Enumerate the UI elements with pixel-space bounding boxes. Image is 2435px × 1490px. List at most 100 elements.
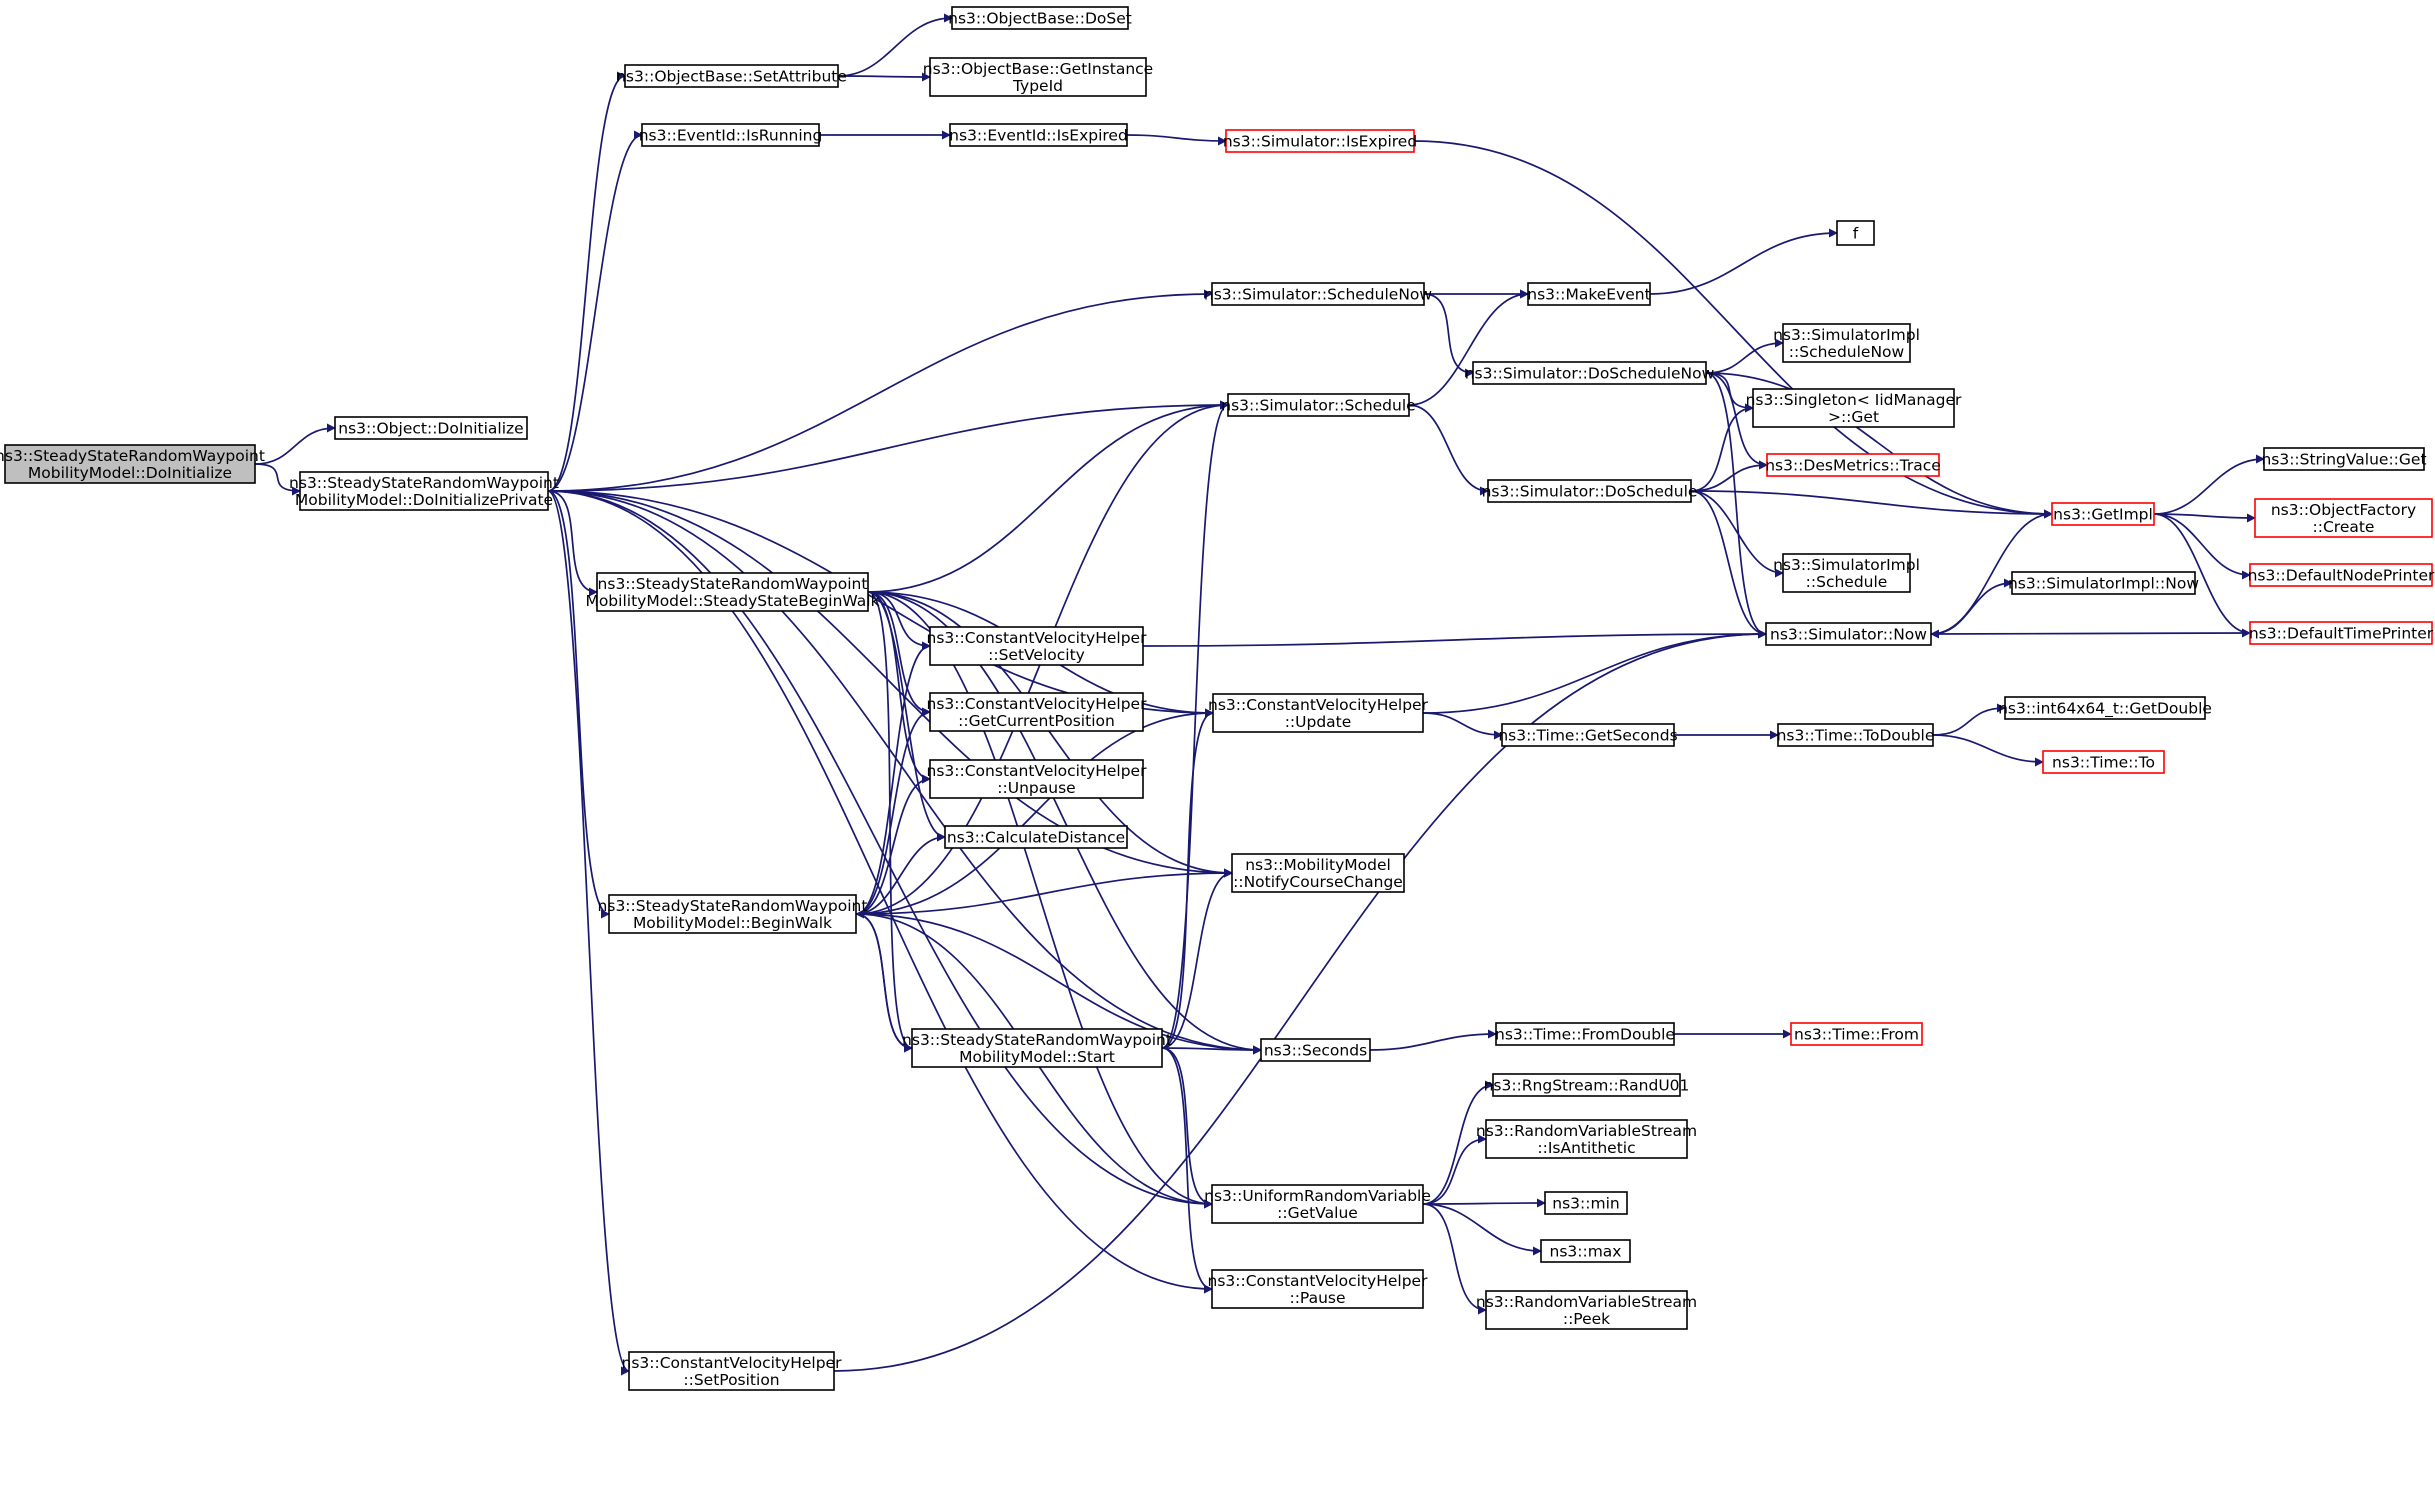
node-cvh_getcurrentposition[interactable]: ns3::ConstantVelocityHelper::GetCurrentP… <box>927 692 1148 732</box>
node-steadybeginwalk-label-1: MobilityModel::SteadyStateBeginWalk <box>585 592 879 610</box>
node-calculatedistance[interactable]: ns3::CalculateDistance <box>944 825 1128 849</box>
edge-makeevent-to-f <box>1649 228 1838 295</box>
node-makeevent[interactable]: ns3::MakeEvent <box>1527 282 1651 306</box>
node-urv_getvalue-box <box>1211 1184 1424 1224</box>
node-object_doinit[interactable]: ns3::Object::DoInitialize <box>334 416 528 440</box>
node-eventid_isexpired[interactable]: ns3::EventId::IsExpired <box>949 123 1128 147</box>
edge-cvh_setvelocity-to-simulator_now <box>1142 629 1767 647</box>
node-simulatorimpl_now[interactable]: ns3::SimulatorImpl::Now <box>2008 571 2199 595</box>
node-objectfactory_create[interactable]: ns3::ObjectFactory::Create <box>2254 498 2433 538</box>
node-beginwalk[interactable]: ns3::SteadyStateRandomWaypointMobilityMo… <box>598 894 868 934</box>
node-beginwalk-label-0: ns3::SteadyStateRandomWaypoint <box>598 897 868 915</box>
node-simulatorimpl_now-label-0: ns3::SimulatorImpl::Now <box>2008 575 2199 593</box>
node-root[interactable]: ns3::SteadyStateRandomWaypointMobilityMo… <box>0 444 265 484</box>
node-desmetrics_trace[interactable]: ns3::DesMetrics::Trace <box>1765 453 1941 477</box>
node-simulatorimpl_schedule[interactable]: ns3::SimulatorImpl::Schedule <box>1773 553 1920 593</box>
node-rvs_peek[interactable]: ns3::RandomVariableStream::Peek <box>1476 1290 1697 1330</box>
node-rngstream_randu01-box <box>1492 1073 1681 1097</box>
node-cvh_pause-box <box>1211 1269 1424 1309</box>
edge-beginwalk-to-calculatedistance <box>855 832 946 915</box>
node-getimpl[interactable]: ns3::GetImpl <box>2051 502 2155 526</box>
node-defaultnodeprinter-label-0: ns3::DefaultNodePrinter <box>2248 567 2435 585</box>
edge-getimpl-to-defaulttimeprinter <box>2153 513 2251 638</box>
edge-simulator_doschedulenow-to-getimpl <box>1705 372 2053 519</box>
node-cvh_setvelocity[interactable]: ns3::ConstantVelocityHelper::SetVelocity <box>927 626 1148 666</box>
node-mm_notifycoursechange[interactable]: ns3::MobilityModel::NotifyCourseChange <box>1231 853 1405 893</box>
node-steadybeginwalk[interactable]: ns3::SteadyStateRandomWaypointMobilityMo… <box>585 572 880 612</box>
node-eventid_isrunning[interactable]: ns3::EventId::IsRunning <box>639 123 823 147</box>
node-time_getseconds-box <box>1501 723 1675 747</box>
node-time_to[interactable]: ns3::Time::To <box>2042 750 2165 774</box>
node-simulator_doschedule[interactable]: ns3::Simulator::DoSchedule <box>1482 479 1698 503</box>
node-simulator_isexpired[interactable]: ns3::Simulator::IsExpired <box>1223 129 1417 153</box>
edge-simulator_doschedule-to-simulator_now <box>1690 490 1767 639</box>
node-time_fromdouble-box <box>1495 1022 1675 1046</box>
node-singleton_get-label-0: ns3::Singleton< IidManager <box>1746 391 1962 409</box>
node-doinitprivate[interactable]: ns3::SteadyStateRandomWaypointMobilityMo… <box>289 471 559 511</box>
node-eventid_isexpired-label-0: ns3::EventId::IsExpired <box>949 127 1128 145</box>
node-time_fromdouble-label-0: ns3::Time::FromDouble <box>1495 1026 1675 1044</box>
node-cvh_setposition[interactable]: ns3::ConstantVelocityHelper::SetPosition <box>622 1351 843 1391</box>
node-time_todouble-box <box>1777 723 1934 747</box>
node-rvs_isantithetic-label-1: ::IsAntithetic <box>1537 1139 1635 1157</box>
node-start[interactable]: ns3::SteadyStateRandomWaypointMobilityMo… <box>902 1028 1172 1068</box>
node-int64x64_getdouble-box <box>2004 696 2206 720</box>
node-singleton_get[interactable]: ns3::Singleton< IidManager>::Get <box>1746 388 1962 428</box>
edge-simulator_doschedule-to-singleton_get <box>1690 403 1754 492</box>
node-objectbase_setattribute[interactable]: ns3::ObjectBase::SetAttribute <box>616 64 847 88</box>
node-doinitprivate-label-1: MobilityModel::DoInitializePrivate <box>295 491 553 509</box>
node-int64x64_getdouble[interactable]: ns3::int64x64_t::GetDouble <box>1998 696 2212 720</box>
node-urv_getvalue[interactable]: ns3::UniformRandomVariable::GetValue <box>1204 1184 1431 1224</box>
node-min-box <box>1544 1191 1628 1215</box>
node-simulator_schedulenow[interactable]: ns3::Simulator::ScheduleNow <box>1204 282 1432 306</box>
node-cvh_unpause-label-0: ns3::ConstantVelocityHelper <box>927 762 1148 780</box>
node-time_getseconds[interactable]: ns3::Time::GetSeconds <box>1498 723 1678 747</box>
edge-simulator_doschedule-to-desmetrics_trace <box>1690 460 1768 492</box>
node-defaulttimeprinter[interactable]: ns3::DefaultTimePrinter <box>2249 621 2434 645</box>
node-simulator_doschedulenow[interactable]: ns3::Simulator::DoScheduleNow <box>1465 361 1715 385</box>
node-defaultnodeprinter[interactable]: ns3::DefaultNodePrinter <box>2248 563 2435 587</box>
edge-start-to-seconds <box>1161 1045 1262 1055</box>
node-rngstream_randu01[interactable]: ns3::RngStream::RandU01 <box>1484 1073 1690 1097</box>
node-time_fromdouble[interactable]: ns3::Time::FromDouble <box>1495 1022 1675 1046</box>
node-cvh_update[interactable]: ns3::ConstantVelocityHelper::Update <box>1208 693 1429 733</box>
edge-steadybeginwalk-to-seconds <box>867 591 1262 1055</box>
node-simulator_now-box <box>1765 622 1932 646</box>
node-min-label-0: ns3::min <box>1552 1195 1619 1213</box>
node-stringvalue_get[interactable]: ns3::StringValue::Get <box>2261 447 2427 471</box>
node-cvh_pause[interactable]: ns3::ConstantVelocityHelper::Pause <box>1208 1269 1429 1309</box>
node-simulatorimpl_schedule-box <box>1782 553 1911 593</box>
node-seconds[interactable]: ns3::Seconds <box>1260 1038 1371 1062</box>
node-beginwalk-box <box>608 894 857 934</box>
node-time_todouble[interactable]: ns3::Time::ToDouble <box>1777 723 1935 747</box>
node-simulator_schedule[interactable]: ns3::Simulator::Schedule <box>1221 393 1416 417</box>
node-makeevent-box <box>1527 282 1651 306</box>
node-time_from[interactable]: ns3::Time::From <box>1790 1022 1923 1046</box>
node-simulatorimpl_now-box <box>2011 571 2196 595</box>
edge-simulator_doschedulenow-to-simulator_now <box>1705 372 1767 639</box>
node-rvs_isantithetic[interactable]: ns3::RandomVariableStream::IsAntithetic <box>1476 1119 1697 1159</box>
node-time_from-box <box>1790 1022 1923 1046</box>
node-f[interactable]: f <box>1836 220 1875 246</box>
node-max[interactable]: ns3::max <box>1540 1239 1631 1263</box>
node-cvh_update-label-0: ns3::ConstantVelocityHelper <box>1208 696 1429 714</box>
node-simulator_now[interactable]: ns3::Simulator::Now <box>1765 622 1932 646</box>
node-cvh_setposition-box <box>628 1351 835 1391</box>
node-time_to-label-0: ns3::Time::To <box>2052 754 2155 772</box>
edge-objectbase_setattribute-to-objectbase_getinstancetypeid <box>837 72 931 82</box>
node-simulator_schedulenow-box <box>1211 282 1425 306</box>
nodes-layer: ns3::SteadyStateRandomWaypointMobilityMo… <box>0 6 2435 1391</box>
node-cvh_setvelocity-box <box>929 626 1144 666</box>
node-object_doinit-label-0: ns3::Object::DoInitialize <box>338 420 523 438</box>
node-cvh_setposition-label-1: ::SetPosition <box>683 1371 779 1389</box>
edge-doinitprivate-to-mm_notifycoursechange <box>547 490 1233 878</box>
node-objectbase_doset-label-0: ns3::ObjectBase::DoSet <box>948 10 1132 28</box>
node-simulatorimpl_schedulenow[interactable]: ns3::SimulatorImpl::ScheduleNow <box>1773 323 1920 363</box>
node-min[interactable]: ns3::min <box>1544 1191 1628 1215</box>
node-objectbase_doset[interactable]: ns3::ObjectBase::DoSet <box>948 6 1132 30</box>
node-cvh_unpause[interactable]: ns3::ConstantVelocityHelper::Unpause <box>927 759 1148 799</box>
node-desmetrics_trace-label-0: ns3::DesMetrics::Trace <box>1765 457 1941 475</box>
node-steadybeginwalk-label-0: ns3::SteadyStateRandomWaypoint <box>598 575 868 593</box>
node-time_to-box <box>2042 750 2165 774</box>
